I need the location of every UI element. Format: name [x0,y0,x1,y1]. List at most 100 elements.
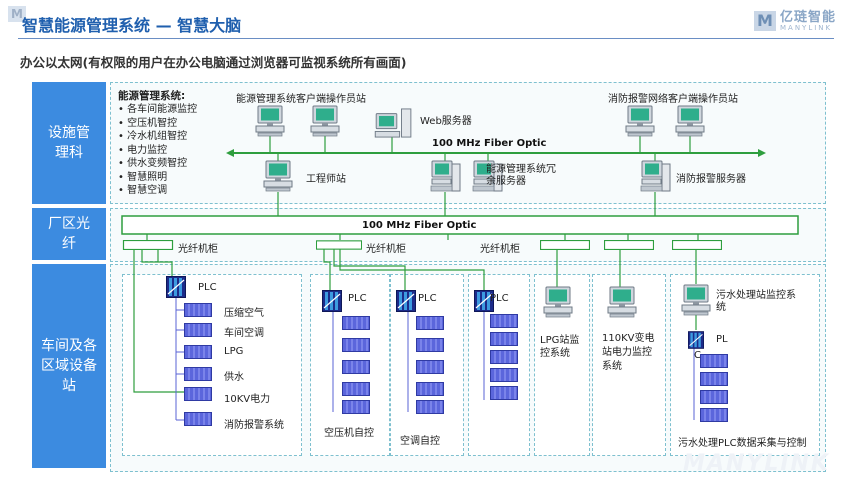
plc-label: PLC [418,293,437,304]
lpg-monitor-pc-icon [542,286,574,318]
fire-server-label: 消防报警服务器 [676,174,746,185]
zone-label-plant-text: 厂区光纤 [48,216,90,252]
energy-list-item: • 智慧照明 [118,171,168,183]
fiber-cabinet-label: 光纤机柜 [480,244,520,255]
io-module-icon [342,316,370,330]
fiber-cabinet-label: 光纤机柜 [366,244,406,255]
io-module-icon [490,332,518,346]
plc-icon [688,330,704,350]
monitor-item-label: 10KV电力 [224,394,271,405]
io-module-icon [184,412,212,426]
sewage-plc-label: PL [716,334,728,345]
io-module-icon [184,387,212,401]
io-module-icon [342,400,370,414]
energy-list-item: • 冷水机组智控 [118,131,188,142]
energy-list-item: • 电力监控 [118,144,168,156]
monitor-item-label: 供水 [224,372,244,383]
sewage-footer-label: 污水处理PLC数据采集与控制 [678,438,807,449]
facility-fiber-label: 100 MHz Fiber Optic [432,138,547,149]
zone-box-facility [110,82,826,204]
monitor-item-label: 车间空调 [224,328,264,339]
fiber-cabinet-icon [122,240,174,250]
io-module-icon [416,400,444,414]
fiber-cabinet-icon [672,240,722,250]
plant-fiber-label: 100 MHz Fiber Optic [362,220,477,231]
fiber-cabinet-icon [316,240,362,250]
subbox-extra-plc [468,274,530,456]
lpg-monitor-label: LPG站监控系统 [540,335,580,359]
fire-operator-pc-icon [674,105,706,137]
operator-pc-icon [254,105,286,137]
network-subtitle: 办公以太网(有权限的用户在办公电脑通过浏览器可监视系统所有画面) [20,55,407,70]
io-module-icon [416,316,444,330]
air-compressor-label: 空压机自控 [324,428,374,439]
sewage-monitor-pc-icon [680,284,712,316]
zone-label-facility-text: 设施管理科 [48,125,90,161]
page-title: 智慧能源管理系统 — 智慧大脑 [22,16,242,35]
logo-icon: M [753,11,776,31]
sewage-monitor-label: 污水处理站监控系统 [716,290,796,313]
zone-label-workshop-text: 车间及各区域设备站 [41,338,97,394]
io-module-icon [416,382,444,396]
engineer-station-icon [262,160,294,192]
energy-system-list: 能源管理系统: • 各车间能源监控 • 空压机智控 • 冷水机组智控 • 电力监… [118,88,197,198]
logo-text: 亿琏智能 [779,9,836,25]
sewage-plc-label-tail: C [694,350,701,361]
io-module-icon [490,314,518,328]
engineer-station-label: 工程师站 [306,174,346,185]
io-module-icon [700,372,728,386]
redundant-server-icon [430,160,462,192]
io-module-icon [416,360,444,374]
plc-label: PLC [348,293,367,304]
substation-monitor-label: 110KV变电站电力监控系统 [602,333,655,372]
io-module-icon [490,386,518,400]
io-module-icon [490,368,518,382]
io-module-icon [184,345,212,359]
operator-pc-icon [309,105,341,137]
io-module-icon [700,390,728,404]
plc-label: PLC [490,293,509,304]
fire-server-icon [640,160,672,192]
monitor-item-label: 压缩空气 [224,308,264,319]
io-module-icon [700,354,728,368]
client-station-label: 能源管理系统客户端操作员站 [236,94,366,105]
watermark: MANYLINK [683,451,830,476]
plc-icon [166,276,186,298]
fiber-cabinet-icon [540,240,590,250]
aircon-label: 空调自控 [400,436,440,447]
io-module-icon [342,360,370,374]
energy-list-item: • 供水变频智控 [118,158,188,169]
energy-list-item: • 各车间能源监控 [118,104,198,115]
energy-list-item: • 智慧空调 [118,185,168,196]
energy-list-title: 能源管理系统: [118,90,186,102]
fiber-cabinet-label: 光纤机柜 [178,244,218,255]
io-module-icon [184,323,212,337]
title-divider [18,38,834,39]
subbox-substation [592,274,666,456]
brand-logo: M 亿琏智能 MANYLINK [753,8,836,34]
fire-operator-pc-icon [624,105,656,137]
io-module-icon [700,408,728,422]
substation-pc-icon [606,286,638,318]
monitor-item-label: 消防报警系统 [224,420,284,431]
monitor-item-label: LPG [224,346,244,357]
io-module-icon [184,367,212,381]
io-module-icon [342,382,370,396]
fiber-cabinet-icon [604,240,654,250]
plc-icon [396,290,416,312]
logo-subtext: MANYLINK [779,23,833,32]
plc-icon [322,290,342,312]
corner-logo-mark: M [8,6,26,22]
fire-client-station-label: 消防报警网络客户端操作员站 [608,94,738,105]
web-server-icon [374,108,414,138]
subbox-energy-monitor [122,274,302,456]
zone-label-workshop: 车间及各区域设备站 [32,264,106,468]
energy-list-item: • 空压机智控 [118,117,178,129]
io-module-icon [490,350,518,364]
plc-label: PLC [198,282,217,293]
redundant-server-label: 能源管理系统冗余服务器 [486,164,556,187]
io-module-icon [416,338,444,352]
zone-label-plant: 厂区光纤 [32,208,106,260]
io-module-icon [342,338,370,352]
